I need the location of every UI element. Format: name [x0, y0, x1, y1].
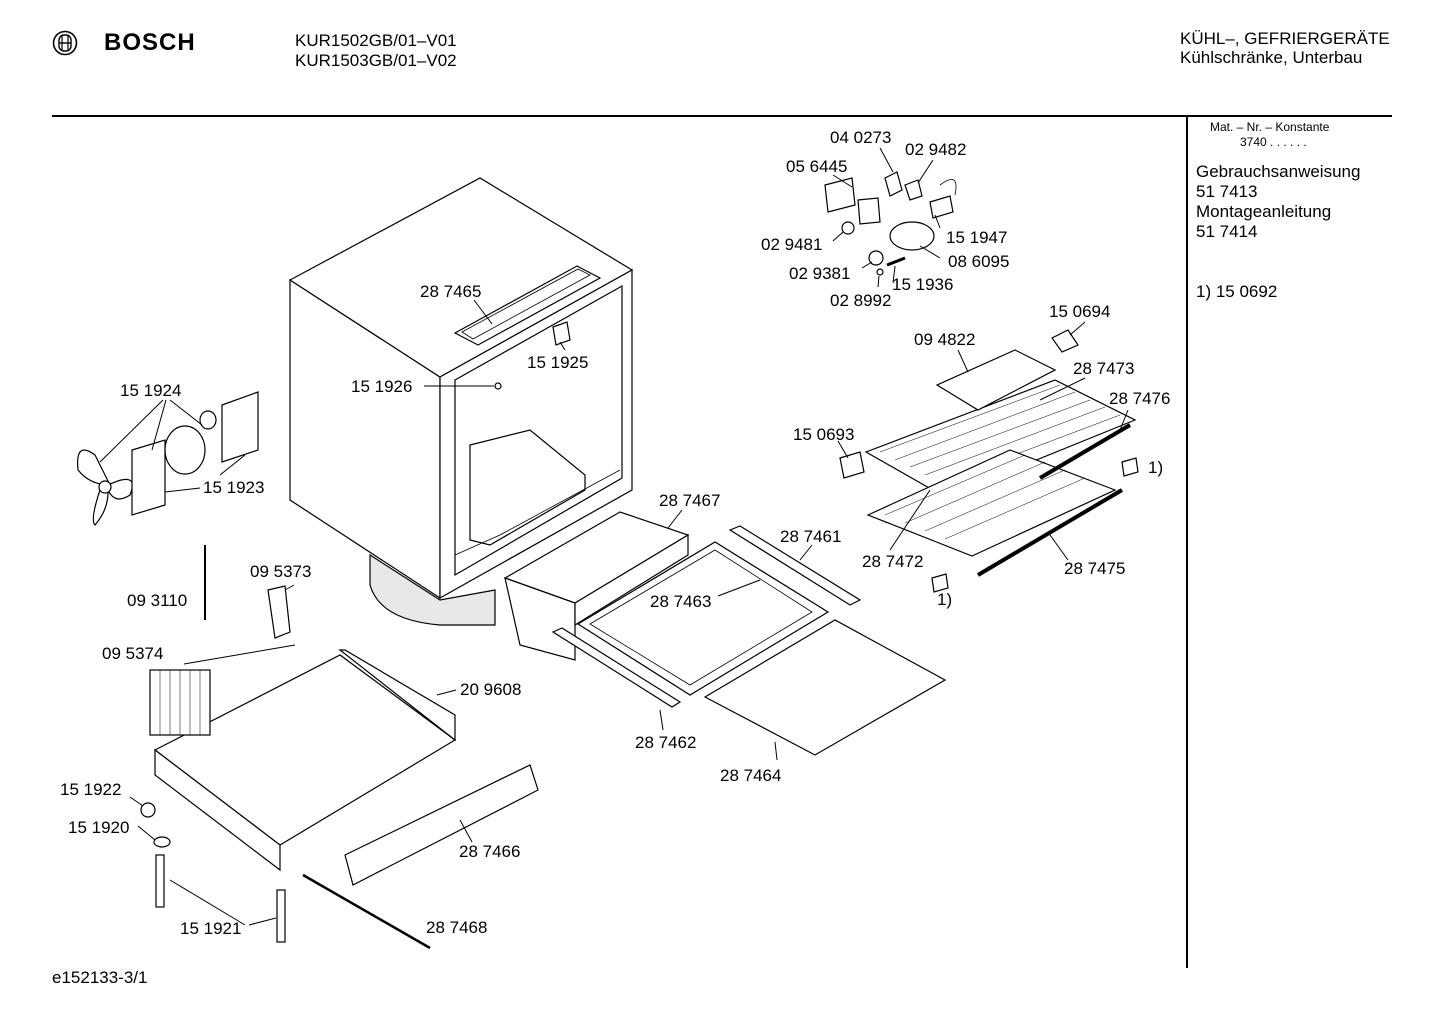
- part-label: 15 0693: [793, 425, 854, 444]
- part-label: 15 1936: [892, 275, 953, 294]
- part-label: 28 7467: [659, 491, 720, 510]
- model-number-1: KUR1502GB/01–V01: [295, 31, 457, 50]
- part-label: 08 6095: [948, 252, 1009, 271]
- control-components: [824, 171, 957, 276]
- bosch-logo: [52, 30, 78, 56]
- cabinet-body: [288, 177, 634, 626]
- category-title: KÜHL–, GEFRIERGERÄTE: [1180, 29, 1390, 48]
- part-label: 15 1947: [946, 228, 1007, 247]
- cover-287464: [703, 619, 947, 756]
- bosch-armature-icon: [52, 30, 78, 56]
- bracket-150694: [1051, 329, 1079, 353]
- leader-lines: [99, 147, 1129, 926]
- brand-name: BOSCH: [104, 29, 196, 56]
- clip-upper: [1121, 457, 1139, 477]
- part-label: 28 7468: [426, 918, 487, 937]
- part-label: 28 7472: [862, 552, 923, 571]
- part-label: 04 0273: [830, 128, 891, 147]
- part-label: 20 9608: [460, 680, 521, 699]
- part-label: 09 5374: [102, 644, 163, 663]
- part-label: 28 7475: [1064, 559, 1125, 578]
- strip-287476: [1038, 423, 1132, 480]
- installation-guide-number: 51 7414: [1196, 222, 1258, 241]
- part-label: 28 7461: [780, 527, 841, 546]
- grille-287466: [344, 764, 539, 886]
- glass-shelf-lower: [866, 449, 1117, 557]
- model-number-2: KUR1503GB/01–V02: [295, 51, 457, 70]
- manual-label: Gebrauchsanweisung: [1196, 162, 1361, 181]
- part-label: 09 4822: [914, 330, 975, 349]
- part-label: 09 3110: [127, 591, 187, 610]
- fan-assembly: [77, 391, 259, 526]
- crisper-drawer-287467: [503, 511, 690, 661]
- material-number-value: 3740 . . . . . .: [1240, 135, 1307, 149]
- part-label: 02 8992: [830, 291, 891, 310]
- installation-guide-label: Montageanleitung: [1196, 202, 1332, 221]
- part-label: 02 9482: [905, 140, 966, 159]
- category-subtitle: Kühlschränke, Unterbau: [1180, 48, 1363, 67]
- base-frame-209608: [153, 649, 457, 872]
- rail-287461: [728, 525, 862, 606]
- part-labels: 04 0273 02 9482 05 6445 02 9481 15 1947 …: [60, 128, 1170, 938]
- part-label: 1): [1148, 458, 1163, 477]
- part-label: 15 1926: [351, 377, 412, 396]
- part-label: 28 7463: [650, 592, 711, 611]
- part-label: 15 1921: [180, 919, 241, 938]
- part-label: 15 1920: [68, 818, 129, 837]
- screw-151926: [494, 382, 502, 390]
- manual-number: 51 7413: [1196, 182, 1258, 201]
- footnote: 1) 15 0692: [1196, 282, 1278, 301]
- bracket-151925: [552, 321, 571, 346]
- part-label: 15 1925: [527, 353, 588, 372]
- condenser-095374: [149, 669, 211, 736]
- clip-095373: [267, 585, 291, 639]
- part-label: 15 1924: [120, 381, 181, 400]
- part-label: 28 7476: [1109, 389, 1170, 408]
- part-label: 05 6445: [786, 157, 847, 176]
- tray-094822: [935, 349, 1057, 411]
- rail-287462: [551, 627, 682, 708]
- nut-151920: [153, 836, 171, 848]
- part-label: 28 7465: [420, 282, 481, 301]
- leg-151921-left: [155, 854, 165, 908]
- part-label: 15 1923: [203, 478, 264, 497]
- drawer-frame-287463: [576, 541, 830, 696]
- part-label: 28 7473: [1073, 359, 1134, 378]
- foot-151922: [140, 802, 156, 818]
- part-label: 15 0694: [1049, 302, 1110, 321]
- part-label: 28 7462: [635, 733, 696, 752]
- material-number-label: Mat. – Nr. – Konstante: [1210, 120, 1330, 134]
- drawing-id: e152133-3/1: [52, 968, 148, 987]
- part-label: 28 7464: [720, 766, 781, 785]
- part-label: 09 5373: [250, 562, 311, 581]
- part-label: 15 1922: [60, 780, 121, 799]
- part-label: 02 9481: [761, 235, 822, 254]
- part-label: 02 9381: [789, 264, 850, 283]
- rod-287468: [302, 873, 431, 950]
- strip-287475: [976, 488, 1124, 577]
- part-label: 1): [937, 590, 952, 609]
- clip-lower: [931, 573, 949, 593]
- bracket-150693: [839, 451, 865, 479]
- leg-151921-right: [276, 889, 286, 943]
- part-label: 28 7466: [459, 842, 520, 861]
